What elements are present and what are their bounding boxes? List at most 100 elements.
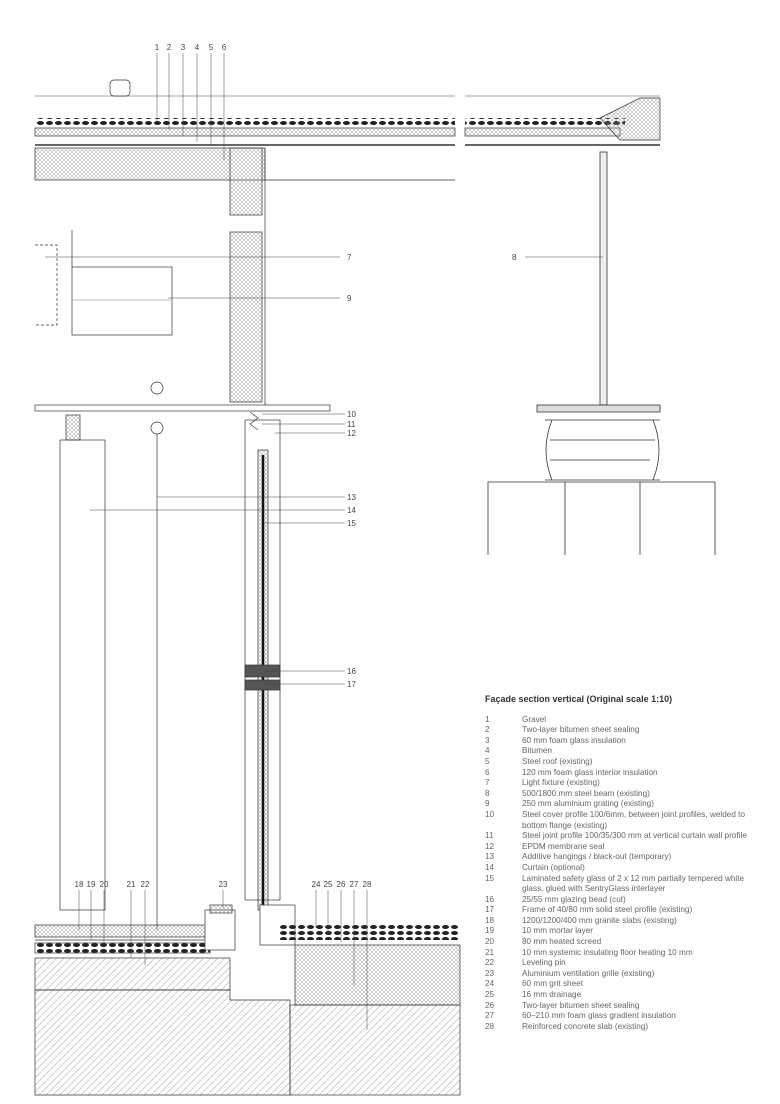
callout-18: 18 xyxy=(75,880,84,889)
callout-10: 10 xyxy=(347,410,356,419)
legend-item: 9 250 mm aluminium grating (existing) xyxy=(485,799,765,810)
legend-item: 17 Frame of 40/80 mm solid steel profile … xyxy=(485,905,765,916)
legend-item-number: 5 xyxy=(485,756,490,766)
bottom-flange-and-fixtures xyxy=(34,230,331,930)
legend-item: 21 10 mm systemic insulating floor heatin… xyxy=(485,948,765,959)
legend-item-text: Steel joint profile 100/35/300 mm at ver… xyxy=(522,831,747,841)
legend-item-number: 20 xyxy=(485,937,495,947)
callout-3: 3 xyxy=(181,43,186,52)
callout-12: 12 xyxy=(347,429,356,438)
legend-item: 16 25/55 mm glazing bead (cut) xyxy=(485,895,765,906)
callout-6: 6 xyxy=(222,43,227,52)
legend-item-text: 80 mm heated screed xyxy=(522,937,602,947)
legend-item-text: 500/1800 mm steel beam (existing) xyxy=(522,788,650,798)
legend-item: 7 Light fixture (existing) xyxy=(485,778,765,789)
legend-item-number: 10 xyxy=(485,809,495,819)
legend-item-number: 1 xyxy=(485,714,490,724)
legend-item-text: 1200/1200/400 mm granite slabs (existing… xyxy=(522,915,677,925)
legend-item-number: 28 xyxy=(485,1021,495,1031)
callout-19: 19 xyxy=(87,880,96,889)
floor-section xyxy=(34,904,461,1096)
callout-4: 4 xyxy=(195,43,200,52)
callout-20: 20 xyxy=(100,880,109,889)
legend-item-number: 2 xyxy=(485,725,490,735)
callout-23: 23 xyxy=(219,880,228,889)
legend-item: 24 60 mm grit sheet xyxy=(485,979,765,990)
callout-22: 22 xyxy=(141,880,150,889)
legend-item-number: 27 xyxy=(485,1011,495,1021)
legend-title: Façade section vertical (Original scale … xyxy=(485,694,673,704)
legend-item: 12 EPDM membrane seal xyxy=(485,842,765,853)
legend-item-text: Frame of 40/80 mm solid steel profile (e… xyxy=(522,905,693,915)
callout-27: 27 xyxy=(350,880,359,889)
legend-item: 20 80 mm heated screed xyxy=(485,937,765,948)
legend-item-text: 10 mm mortar layer xyxy=(522,926,593,936)
callouts-right: 7 9 8 10 11 12 13 14 15 16 17 xyxy=(347,253,517,689)
leader-lines xyxy=(45,53,603,1030)
callout-28: 28 xyxy=(363,880,372,889)
legend-item-number: 25 xyxy=(485,990,495,1000)
legend-item-number: 24 xyxy=(485,979,495,989)
callouts-bottom: 18 19 20 21 22 23 24 25 26 27 28 xyxy=(75,880,372,889)
callout-15: 15 xyxy=(347,519,356,528)
legend-item-number: 17 xyxy=(485,905,495,915)
legend-item-number: 9 xyxy=(485,799,490,809)
legend-item-text: Two-layer bitumen sheet sealing xyxy=(522,725,640,735)
legend-item-number: 11 xyxy=(485,831,494,841)
legend-item-number: 15 xyxy=(485,873,495,883)
callouts-top: 1 2 3 4 5 6 xyxy=(155,43,227,52)
legend-item-number: 16 xyxy=(485,894,495,904)
legend-item: 25 16 mm drainage xyxy=(485,990,765,1001)
callout-16: 16 xyxy=(347,667,356,676)
legend-item-text: Curtain (optional) xyxy=(522,862,585,872)
legend-item-text: 60 mm grit sheet xyxy=(522,979,583,989)
callout-21: 21 xyxy=(127,880,136,889)
legend-item: 4 Bitumen xyxy=(485,746,765,757)
callout-25: 25 xyxy=(324,880,333,889)
callout-26: 26 xyxy=(337,880,346,889)
legend-item-text: Bitumen xyxy=(522,746,553,756)
legend-item-text: 250 mm aluminium grating (existing) xyxy=(522,799,654,809)
legend-item-number: 19 xyxy=(485,926,495,936)
roof-section xyxy=(34,79,661,405)
callout-9: 9 xyxy=(347,294,352,303)
legend-item: 5 Steel roof (existing) xyxy=(485,757,765,768)
legend-item-number: 26 xyxy=(485,1000,495,1010)
legend-item-number: 3 xyxy=(485,735,490,745)
legend-item-text: Leveling pin xyxy=(522,958,566,968)
legend-item-number: 4 xyxy=(485,746,490,756)
legend-item-text: 16 mm drainage xyxy=(522,990,582,1000)
legend-item-text: 10 mm systemic insulating floor heating … xyxy=(522,947,693,957)
legend-item-text: 120 mm foam glass interior insulation xyxy=(522,767,658,777)
legend-item-number: 7 xyxy=(485,778,490,788)
glazing-mullion xyxy=(244,411,281,911)
callout-8: 8 xyxy=(512,253,517,262)
legend-item-number: 21 xyxy=(485,947,495,957)
legend: Façade section vertical (Original scale … xyxy=(485,694,765,1032)
legend-item-text: Light fixture (existing) xyxy=(522,778,600,788)
legend-item-text: Steel roof (existing) xyxy=(522,756,593,766)
legend-item-text: Additive hangings / black-out (temporary… xyxy=(522,852,672,862)
legend-item: 11 Steel joint profile 100/35/300 mm at v… xyxy=(485,831,765,842)
legend-item-text: EPDM membrane seal xyxy=(522,841,605,851)
callout-11: 11 xyxy=(347,420,356,429)
legend-item-text: 25/55 mm glazing bead (cut) xyxy=(522,894,626,904)
legend-item-text: Aluminium ventilation grille (existing) xyxy=(522,968,655,978)
callout-5: 5 xyxy=(209,43,214,52)
legend-item-number: 12 xyxy=(485,841,495,851)
callout-17: 17 xyxy=(347,680,356,689)
callout-14: 14 xyxy=(347,506,356,515)
